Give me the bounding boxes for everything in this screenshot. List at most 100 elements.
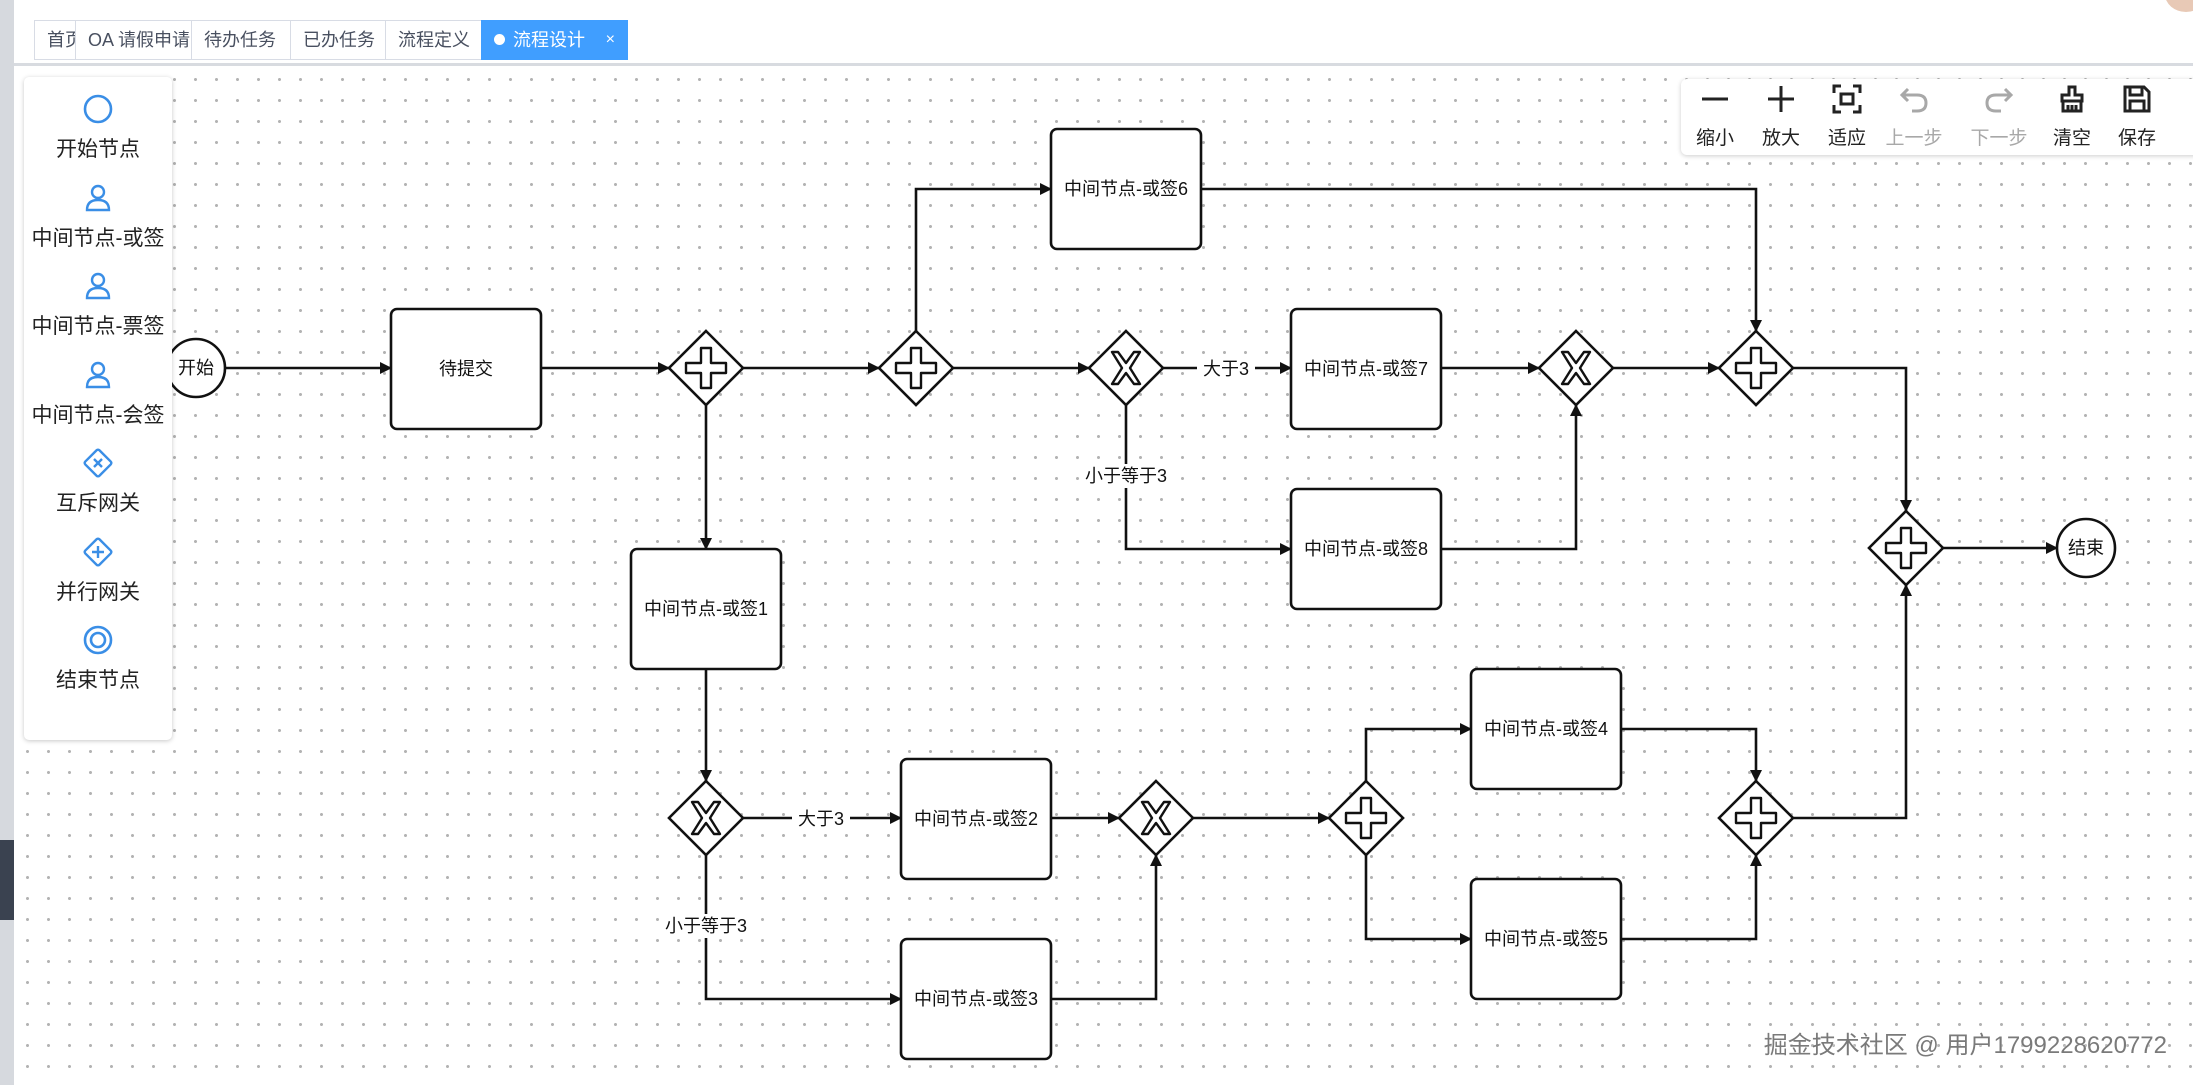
parallel-gateway-icon <box>83 536 113 567</box>
exclusive-gateway-node[interactable] <box>1537 329 1615 407</box>
end-event-circle <box>2055 517 2117 579</box>
node-label: 中间节点-或签7 <box>1304 359 1428 379</box>
left-edge-dark-block <box>0 840 14 920</box>
task-box <box>389 307 543 431</box>
sequence-flow-t4-to-pg6[interactable] <box>1621 727 1762 782</box>
user-task-node[interactable]: 中间节点-或签3 <box>899 937 1053 1061</box>
zoom-in-button[interactable]: 放大 <box>1751 79 1811 155</box>
user-task-node[interactable]: 中间节点-或签6 <box>1049 127 1203 251</box>
node-label: 中间节点-或签8 <box>1304 539 1428 559</box>
palette-item-label: 中间节点-票签 <box>31 315 165 338</box>
redo-button[interactable]: 下一步 <box>1969 79 2029 155</box>
sequence-flow-t6-to-pg3[interactable] <box>1201 187 1762 332</box>
edge-label-background <box>792 807 850 831</box>
user-task-icon <box>85 272 111 300</box>
edge-condition-label[interactable]: 大于3 <box>1203 359 1249 379</box>
sequence-flow-t5-to-pg6[interactable] <box>1621 854 1762 941</box>
toolbar-button-label: 适应 <box>1827 128 1866 149</box>
edge-condition-label[interactable]: 大于3 <box>798 809 844 829</box>
palette-item-label: 结束节点 <box>56 669 140 692</box>
palette-item-5[interactable]: 并行网关 <box>24 536 172 624</box>
toolbar-button-label: 缩小 <box>1695 128 1734 149</box>
palette-item-label: 中间节点-会签 <box>31 403 165 427</box>
fit-view-button[interactable]: 适应 <box>1817 79 1877 155</box>
parallel-plus-icon <box>1884 526 1928 570</box>
nodes-layer: 开始 待提交 中间节点-或签6 中间节点-或签7 中间节点-或签8 结束 中间节点-或签1 中… <box>165 127 2117 1061</box>
parallel-gateway-node[interactable] <box>1717 329 1795 407</box>
sequence-flow-xg3-to-t3[interactable] <box>704 855 902 1005</box>
user-task-node[interactable]: 中间节点-或签1 <box>629 547 783 671</box>
close-icon[interactable]: × <box>605 31 615 48</box>
node-label: 待提交 <box>439 359 493 379</box>
exclusive-gateway-icon <box>83 448 113 478</box>
save-button[interactable]: 保存 <box>2107 79 2167 155</box>
tab-label: 已办任务 <box>303 30 375 50</box>
active-dot-icon <box>494 34 505 45</box>
sequence-flow-pg3-to-pg4[interactable] <box>1793 366 1912 512</box>
edge-labels-layer: 大于3 小于等于3 大于3 小于等于3 <box>662 357 1255 938</box>
palette-item-label: 中间节点-或签 <box>31 226 165 250</box>
sequence-flow-pg2-to-t6[interactable] <box>914 183 1052 331</box>
parallel-plus-icon <box>684 346 728 390</box>
tab-label: 待办任务 <box>204 30 276 50</box>
end-event-node[interactable]: 结束 <box>2055 517 2117 579</box>
start-event-node[interactable]: 开始 <box>165 337 227 399</box>
exclusive-gateway-node[interactable] <box>1117 779 1195 857</box>
user-task-node[interactable]: 待提交 <box>389 307 543 431</box>
clear-button[interactable]: 清空 <box>2042 79 2102 155</box>
edge-condition-label[interactable]: 小于等于3 <box>1085 466 1167 486</box>
parallel-gateway-node[interactable] <box>1327 779 1405 857</box>
edge-label-background <box>1082 464 1170 488</box>
task-box <box>899 757 1053 881</box>
user-task-node[interactable]: 中间节点-或签5 <box>1469 877 1623 1001</box>
sequence-flow-pg6-to-pg4[interactable] <box>1793 584 1912 820</box>
parallel-gateway-node[interactable] <box>877 329 955 407</box>
node-label: 中间节点-或签5 <box>1484 929 1608 949</box>
palette-item-6[interactable]: 结束节点 <box>24 624 172 712</box>
task-box <box>1049 127 1203 251</box>
parallel-plus-icon <box>1734 346 1778 390</box>
sequence-flow-xg1-to-t8[interactable] <box>1124 405 1292 555</box>
parallel-gateway-node[interactable] <box>667 329 745 407</box>
palette-item-0[interactable]: 开始节点 <box>24 93 172 181</box>
exclusive-gateway-node[interactable] <box>1087 329 1165 407</box>
task-box <box>1289 307 1443 431</box>
parallel-gateway-node[interactable] <box>1867 509 1945 587</box>
sequence-flow-pg5-to-t4[interactable] <box>1364 723 1472 781</box>
palette-item-2[interactable]: 中间节点-票签 <box>24 270 172 358</box>
task-box <box>1289 487 1443 611</box>
tab-item-5[interactable]: 流程设计× <box>481 20 628 60</box>
left-edge-strip <box>0 0 14 1085</box>
edge-condition-label[interactable]: 小于等于3 <box>665 916 747 936</box>
toolbar-button-label: 上一步 <box>1885 128 1943 149</box>
user-task-node[interactable]: 中间节点-或签4 <box>1469 667 1623 791</box>
toolbar-button-label: 清空 <box>2052 128 2091 149</box>
fit-view-icon <box>1832 84 1862 114</box>
exclusive-x-icon <box>1110 350 1142 386</box>
user-task-node[interactable]: 中间节点-或签8 <box>1289 487 1443 611</box>
node-label: 中间节点-或签2 <box>914 809 1038 829</box>
edge-label-background <box>1197 357 1255 381</box>
user-task-node[interactable]: 中间节点-或签2 <box>899 757 1053 881</box>
palette-item-4[interactable]: 互斥网关 <box>24 447 172 535</box>
sequence-flow-t8-to-xg2[interactable] <box>1441 404 1582 551</box>
exclusive-x-icon <box>690 800 722 836</box>
palette-item-1[interactable]: 中间节点-或签 <box>24 182 172 270</box>
parallel-gateway-node[interactable] <box>1717 779 1795 857</box>
start-event-icon <box>83 94 113 124</box>
zoom-out-icon <box>1702 97 1728 101</box>
sequence-flow-t3-to-xg4[interactable] <box>1051 854 1162 1001</box>
zoom-out-button[interactable]: 缩小 <box>1685 79 1745 155</box>
sequence-flow-pg5-to-t5[interactable] <box>1364 855 1472 945</box>
undo-button[interactable]: 上一步 <box>1884 79 1944 155</box>
node-label: 中间节点-或签3 <box>914 989 1038 1009</box>
user-task-node[interactable]: 中间节点-或签7 <box>1289 307 1443 431</box>
palette-item-3[interactable]: 中间节点-会签 <box>24 359 172 447</box>
palette-item-label: 互斥网关 <box>56 492 140 515</box>
palette-item-label: 并行网关 <box>56 580 140 604</box>
exclusive-gateway-node[interactable] <box>667 779 745 857</box>
parallel-plus-icon <box>894 346 938 390</box>
task-box <box>1469 667 1623 791</box>
